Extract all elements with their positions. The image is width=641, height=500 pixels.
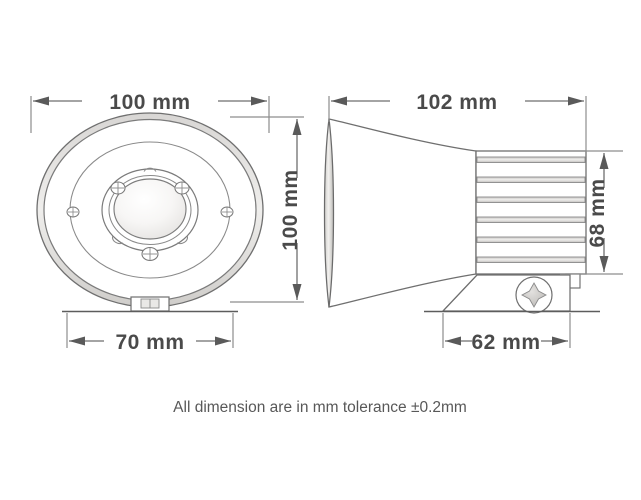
side-view (323, 118, 600, 314)
front-screw-top-left (110, 181, 126, 195)
front-bezel-tab-right (176, 236, 189, 245)
side-height-arrow-bottom-icon (599, 256, 609, 272)
side-height-label: 68 mm (586, 178, 609, 247)
side-dimensions: 102 mm 68 mm 62 mm (328, 91, 623, 354)
side-rear-body (475, 150, 587, 275)
side-bracket-diagonal (442, 274, 478, 312)
front-bezel-tab-left (111, 236, 124, 245)
front-dimensions: 100 mm 100 mm 70 mm (30, 91, 304, 354)
side-base-arrow-left-icon (445, 336, 461, 346)
front-width-arrow-left-icon (33, 96, 49, 106)
front-base-arrow-left-icon (69, 336, 85, 346)
front-screw-mid-left (66, 206, 80, 218)
side-horn-flare (328, 118, 477, 308)
front-height-label: 100 mm (279, 169, 302, 250)
side-length-label: 102 mm (416, 91, 497, 114)
front-dome-lens (113, 178, 187, 240)
front-width-arrow-right-icon (251, 96, 267, 106)
side-length-arrow-right-icon (568, 96, 584, 106)
side-rib-1 (476, 156, 586, 163)
front-screw-mid-right (220, 206, 234, 218)
front-view (36, 112, 264, 313)
side-height-arrow-top-icon (599, 153, 609, 169)
tolerance-caption: All dimension are in mm tolerance ±0.2mm (173, 399, 467, 416)
side-base-label: 62 mm (471, 331, 540, 354)
front-width-label: 100 mm (109, 91, 190, 114)
side-base-arrow-right-icon (552, 336, 568, 346)
front-base-label: 70 mm (115, 331, 184, 354)
side-front-rim (323, 118, 335, 308)
side-rib-5 (476, 236, 586, 243)
front-height-arrow-top-icon (292, 119, 302, 135)
front-screw-top-right (174, 181, 190, 195)
side-rib-4 (476, 216, 586, 223)
side-rib-3 (476, 196, 586, 203)
side-rib-2 (476, 176, 586, 183)
front-base-arrow-right-icon (215, 336, 231, 346)
front-height-arrow-bottom-icon (292, 284, 302, 300)
cross-screw-icon (521, 282, 547, 308)
side-length-arrow-left-icon (331, 96, 347, 106)
front-bezel-tab-top (143, 167, 157, 172)
side-rib-6 (476, 256, 586, 263)
front-screw-bottom (141, 246, 159, 262)
